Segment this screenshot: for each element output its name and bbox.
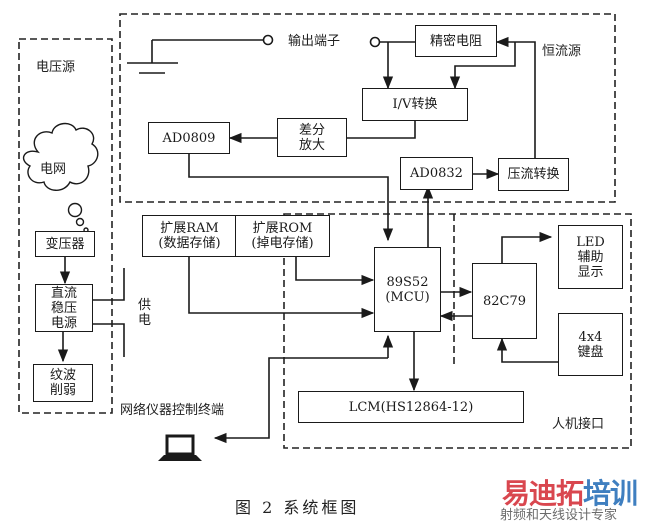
- constant-current-group: [119, 13, 616, 203]
- dc-regulated-supply-block: 直流 稳压 电源: [35, 284, 93, 332]
- ground-line: [127, 40, 178, 74]
- vi-to-resistor: [495, 36, 536, 158]
- grid-cloud-icon: [22, 122, 99, 233]
- ext-rom-block: 扩展ROM (掉电存储): [235, 215, 330, 257]
- 82c79-to-led: [501, 231, 553, 263]
- iv-converter-block: I/V转换: [362, 88, 468, 121]
- 82c79-block: 82C79: [472, 263, 537, 339]
- vi-converter-block: 压流转换: [498, 158, 569, 191]
- mcu-block: 89S52 (MCU): [374, 247, 441, 332]
- hmi-label: 人机接口: [552, 417, 605, 432]
- power-line-2: [92, 323, 125, 357]
- ad0809-block: AD0809: [148, 122, 230, 154]
- precision-resistor-block: 精密电阻: [415, 25, 497, 57]
- power-line-1: [92, 268, 125, 301]
- laptop-icon: [158, 434, 202, 461]
- watermark-tagline: 射频和天线设计专家: [500, 508, 618, 523]
- ad0832-block: AD0832: [400, 157, 473, 190]
- figure-caption: 图 2 系统框图: [235, 498, 360, 517]
- output-terminal-label: 输出端子: [288, 34, 341, 49]
- watermark-brand: 易迪拓培训: [502, 472, 638, 512]
- resistor-to-iv: [449, 42, 516, 90]
- output-terminal-left: [262, 34, 274, 46]
- ripple-reduction-block: 纹波 削弱: [33, 364, 93, 402]
- rom-to-mcu: [295, 250, 375, 286]
- mcu-to-network-terminal: [213, 357, 388, 444]
- constant-current-label: 恒流源: [542, 44, 582, 59]
- watermark-brand-red: 易迪拓: [502, 477, 584, 510]
- iv-to-diffamp: [347, 114, 416, 139]
- ram-to-mcu: [188, 250, 375, 319]
- transformer-block: 变压器: [35, 231, 95, 257]
- diff-amp-block: 差分 放大: [277, 118, 347, 157]
- watermark-brand-blue: 培训: [583, 477, 638, 510]
- hmi-group: [283, 213, 632, 449]
- voltage-source-group: [18, 38, 113, 414]
- lcm-block: LCM(HS12864-12): [298, 391, 524, 423]
- ad0809-to-mcu: [188, 153, 394, 242]
- led-display-block: LED 辅助 显示: [558, 225, 623, 289]
- network-terminal-label: 网络仪器控制终端: [120, 403, 225, 418]
- output-terminal-right: [369, 36, 381, 48]
- grid-label: 电网: [40, 162, 67, 177]
- voltage-source-label: 电压源: [36, 60, 76, 75]
- keypad-to-82c79: [496, 337, 558, 363]
- power-supply-label: 供 电: [138, 298, 152, 328]
- ext-ram-block: 扩展RAM (数据存储): [142, 215, 237, 257]
- keypad-block: 4x4 键盘: [558, 313, 623, 376]
